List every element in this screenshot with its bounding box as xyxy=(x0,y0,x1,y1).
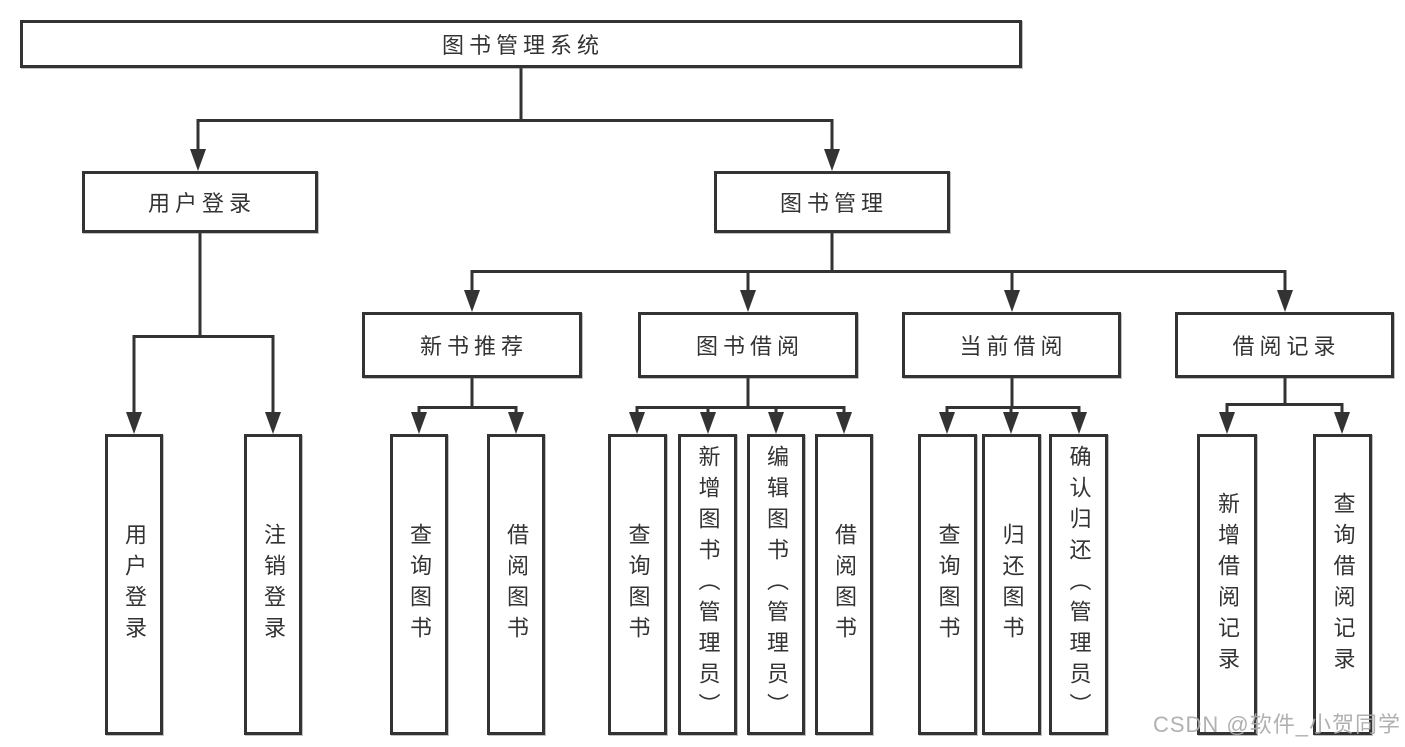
leaf-borrow-query-books: 查询图书 xyxy=(608,434,667,735)
leaf-current-return-books: 归还图书 xyxy=(982,434,1041,735)
node-borrowing-records: 借阅记录 xyxy=(1175,312,1394,378)
node-user-login: 用户登录 xyxy=(82,171,318,233)
leaf-logout-label: 注销登录 xyxy=(261,522,286,647)
leaf-borrow-add-books-admin: 新增图书（管理员） xyxy=(678,434,737,735)
node-new-book-recommend: 新书推荐 xyxy=(362,312,582,378)
leaf-records-add-record-label: 新增借阅记录 xyxy=(1215,491,1240,678)
leaf-user-login: 用户登录 xyxy=(105,434,163,735)
leaf-records-add-record: 新增借阅记录 xyxy=(1197,434,1257,735)
leaf-recommend-borrow-books: 借阅图书 xyxy=(487,434,545,735)
leaf-borrow-lend-books-label: 借阅图书 xyxy=(832,522,857,647)
leaf-records-query-record-label: 查询借阅记录 xyxy=(1330,491,1356,678)
leaf-logout: 注销登录 xyxy=(244,434,302,735)
leaf-borrow-add-books-admin-label: 新增图书（管理员） xyxy=(695,445,721,724)
leaf-current-return-books-label: 归还图书 xyxy=(999,522,1025,647)
leaf-borrow-edit-books-admin-label: 编辑图书（管理员） xyxy=(764,445,789,724)
leaf-current-confirm-return-admin: 确认归还（管理员） xyxy=(1049,434,1108,735)
node-book-borrowing: 图书借阅 xyxy=(638,312,858,378)
node-borrowing-records-label: 借阅记录 xyxy=(1232,334,1341,359)
node-book-management-label: 图书管理 xyxy=(779,191,888,216)
node-current-borrowing: 当前借阅 xyxy=(902,312,1121,378)
leaf-recommend-borrow-books-label: 借阅图书 xyxy=(504,522,529,647)
leaf-borrow-edit-books-admin: 编辑图书（管理员） xyxy=(747,434,805,735)
node-root-label: 图书管理系统 xyxy=(441,33,604,58)
node-new-book-recommend-label: 新书推荐 xyxy=(419,334,528,359)
leaf-user-login-label: 用户登录 xyxy=(122,522,147,647)
leaf-records-query-record: 查询借阅记录 xyxy=(1313,434,1372,735)
node-root: 图书管理系统 xyxy=(20,20,1022,68)
node-user-login-label: 用户登录 xyxy=(147,191,256,216)
leaf-recommend-query-books-label: 查询图书 xyxy=(407,522,432,647)
node-book-borrowing-label: 图书借阅 xyxy=(695,334,804,359)
leaf-current-confirm-return-admin-label: 确认归还（管理员） xyxy=(1066,445,1092,724)
leaf-borrow-lend-books: 借阅图书 xyxy=(815,434,873,735)
arrowheads xyxy=(126,149,1350,434)
leaf-current-query-books: 查询图书 xyxy=(918,434,977,735)
leaf-borrow-query-books-label: 查询图书 xyxy=(625,522,651,647)
leaf-current-query-books-label: 查询图书 xyxy=(935,522,961,647)
node-current-borrowing-label: 当前借阅 xyxy=(959,334,1068,359)
leaf-recommend-query-books: 查询图书 xyxy=(390,434,448,735)
node-book-management: 图书管理 xyxy=(714,171,950,233)
csdn-watermark: CSDN @软件_小贺同学 xyxy=(1152,712,1401,737)
